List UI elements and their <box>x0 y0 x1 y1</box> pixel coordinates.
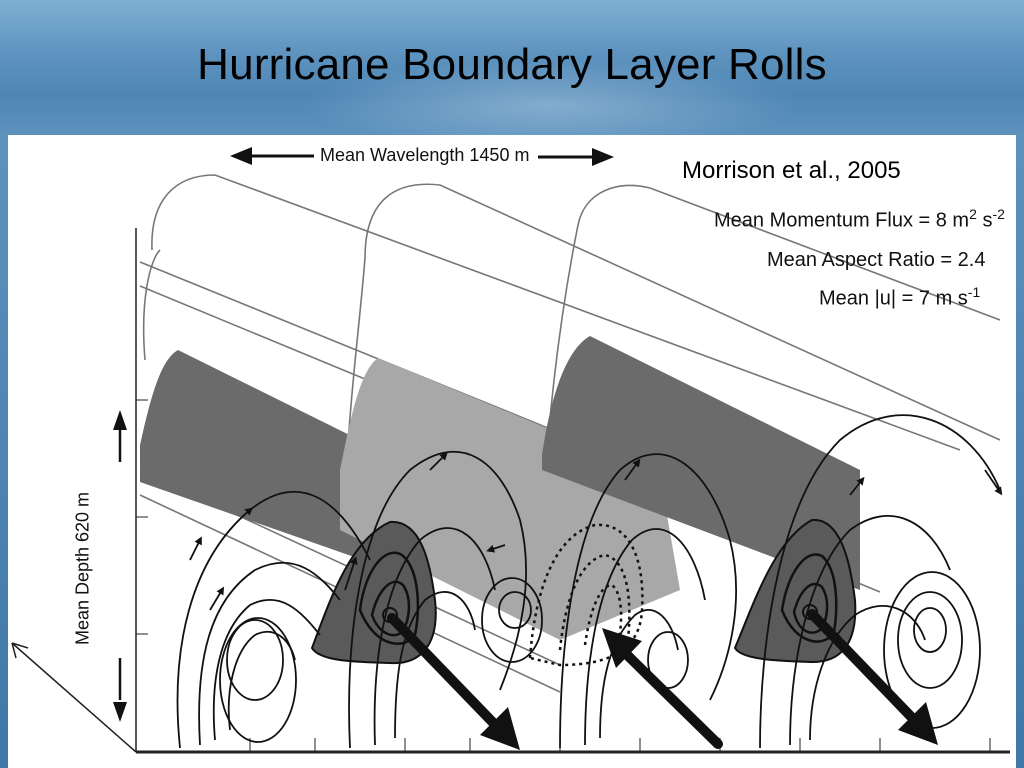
stat-momentum-flux-exp2: -2 <box>992 206 1005 222</box>
diagram-axes <box>11 228 1010 754</box>
wavelength-arrow <box>230 147 614 166</box>
stat-mean-u: Mean |u| = 7 m s-1 <box>819 284 980 311</box>
stat-mean-u-exp: -1 <box>967 284 981 300</box>
citation: Morrison et al., 2005 <box>682 157 901 184</box>
slide-header: Hurricane Boundary Layer Rolls <box>0 0 1024 135</box>
stat-momentum-flux: Mean Momentum Flux = 8 m2 s-2 <box>714 206 1005 233</box>
left-border-strip <box>0 135 8 768</box>
right-border-strip <box>1016 135 1024 768</box>
depth-arrow <box>113 410 127 722</box>
slide-title: Hurricane Boundary Layer Rolls <box>197 40 827 89</box>
stat-momentum-flux-mid: s <box>976 209 993 232</box>
stat-aspect-ratio: Mean Aspect Ratio = 2.4 <box>767 249 985 272</box>
stat-momentum-flux-text: Mean Momentum Flux = 8 m <box>714 209 970 232</box>
depth-label: Mean Depth 620 m <box>72 491 93 646</box>
stat-momentum-flux-exp1: 2 <box>969 206 977 222</box>
header-sheen <box>300 60 800 135</box>
flow-arrows <box>387 609 938 750</box>
circulation-streamlines <box>176 414 1003 749</box>
stat-mean-u-text: Mean |u| = 7 m s <box>819 287 968 310</box>
dark-band-right <box>542 336 860 590</box>
wavelength-label: Mean Wavelength 1450 m <box>320 145 530 165</box>
stat-aspect-ratio-text: Mean Aspect Ratio = 2.4 <box>767 249 986 271</box>
